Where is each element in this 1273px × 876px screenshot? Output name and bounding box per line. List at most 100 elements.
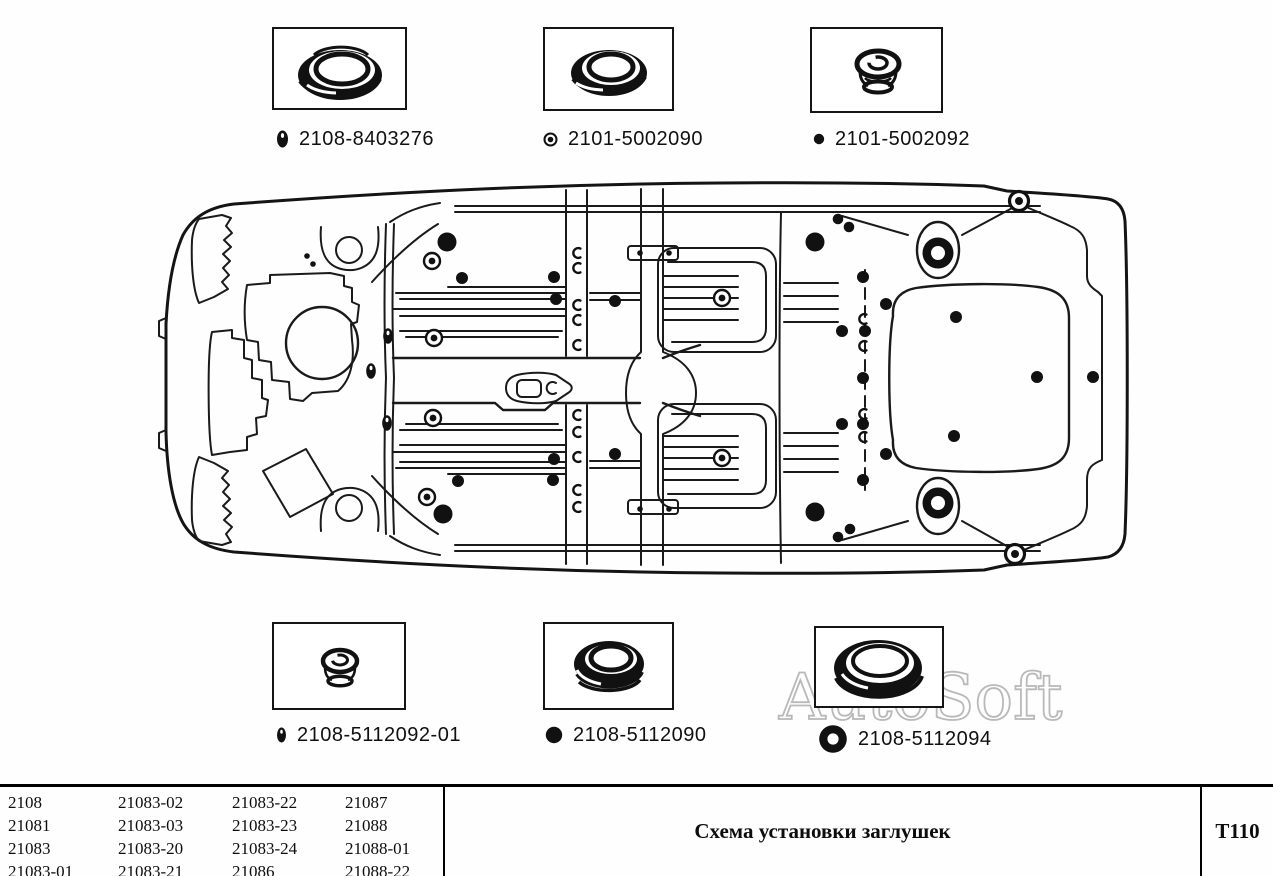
plug-marker-dot [550, 293, 562, 305]
plug-marker-dot [843, 221, 855, 233]
plug-marker-dot [880, 298, 892, 310]
plug-marker-ring-dot-center [718, 454, 726, 462]
part-number: 2101-5002092 [835, 127, 971, 150]
plug-marker-tiny-dot [637, 506, 643, 512]
part-box-5002092 [810, 27, 943, 113]
grommet-illustration [571, 50, 647, 96]
plug-marker-dot [948, 430, 960, 442]
underbody-diagram [155, 175, 1135, 577]
part-label: 2108-8403276 [276, 126, 434, 152]
model-number: 21083-03 [118, 816, 184, 835]
plug-marker-ring-dot-center [429, 414, 437, 422]
grommet-illustration [834, 640, 924, 699]
part-label: 2108-5112094 [818, 725, 992, 753]
plug-marker-tiny-dot [310, 261, 316, 267]
model-number: 21083-21 [118, 862, 184, 876]
plug-marker-dot [1087, 371, 1099, 383]
clip-marker [572, 500, 582, 514]
model-number: 21083-02 [118, 793, 184, 812]
plug-marker-dot [547, 474, 559, 486]
plug-marker-dot [456, 272, 468, 284]
clip-marker [858, 430, 868, 444]
plug-marker-dot [859, 325, 871, 337]
plug-marker-dot [857, 418, 869, 430]
part-box-5112094 [814, 626, 944, 708]
model-number: 21083 [8, 839, 51, 858]
car-underbody-lineart [158, 181, 1129, 575]
part-label: 2101-5002090 [543, 126, 703, 152]
part-number: 2108-5112092-01 [297, 723, 461, 746]
sheet-title: Схема установки заглушек [694, 819, 951, 843]
plug-marker-dot [836, 418, 848, 430]
part-label: 2108-5112092-01 [276, 722, 461, 748]
plug-marker-dot [836, 325, 848, 337]
plug-marker-dot [832, 531, 844, 543]
plug-marker-dot [609, 448, 621, 460]
plug-marker-large-dot [433, 504, 453, 524]
plug-marker-dot [832, 213, 844, 225]
plug-marker-tiny-dot [637, 250, 643, 256]
model-number: 21083-01 [8, 862, 74, 876]
filled-oval-marker-icon [276, 727, 287, 743]
part-number: 2108-8403276 [299, 127, 435, 150]
part-box-5112092 [272, 622, 406, 710]
model-number: 21083-23 [232, 816, 298, 835]
plug-marker-ring-dot-center [430, 334, 438, 342]
plug-marker-oval [382, 415, 392, 431]
plug-marker-oval-highlight [386, 330, 390, 336]
plug-marker-ring-dot-center [1011, 550, 1019, 558]
filled-dot-marker-icon [813, 133, 825, 145]
grommet-illustration [574, 641, 644, 693]
plug-marker-ring-dot-center [718, 294, 726, 302]
plug-marker-dot [609, 295, 621, 307]
clip-marker [572, 298, 582, 312]
plug-marker-large-dot [805, 502, 825, 522]
plug-marker-large-dot [437, 232, 457, 252]
plug-marker-dot [857, 271, 869, 283]
plug-marker-ring-dot-center [428, 257, 436, 265]
model-number: 21086 [232, 862, 275, 876]
plug-marker-dot [452, 475, 464, 487]
divider [443, 787, 445, 876]
part-number: 2108-5112090 [573, 723, 707, 746]
plug-marker-dot [857, 372, 869, 384]
model-number: 21088-22 [345, 862, 411, 876]
part-label: 2101-5002092 [813, 126, 970, 152]
plug-marker-dot [880, 448, 892, 460]
shock-mount-donut-hole [931, 246, 945, 260]
plug-marker-large-dot [805, 232, 825, 252]
model-number: 21087 [345, 793, 388, 812]
clip-marker [858, 339, 868, 353]
clip-marker [572, 261, 582, 275]
clip-marker [572, 313, 582, 327]
plug-marker-oval [366, 363, 376, 379]
plug-marker-oval-highlight [369, 365, 373, 371]
part-number: 2101-5002090 [568, 127, 704, 150]
plug-marker-dot [548, 271, 560, 283]
plug-marker-dot [1031, 371, 1043, 383]
clip-marker [572, 483, 582, 497]
plug-marker-oval [383, 328, 393, 344]
plug-marker-tiny-dot [666, 250, 672, 256]
sheet-code: T110 [1215, 819, 1260, 843]
plug-marker-dot [950, 311, 962, 323]
filled-oval-marker-icon [276, 130, 289, 148]
divider [1200, 787, 1202, 876]
clip-marker [572, 338, 582, 352]
model-number: 21083-20 [118, 839, 184, 858]
plug-marker-ring-dot-center [423, 493, 431, 501]
clip-marker [572, 425, 582, 439]
clip-marker [572, 408, 582, 422]
plug-illustration [320, 647, 360, 688]
grommet-illustration [298, 45, 382, 100]
part-label: 2108-5112090 [545, 722, 707, 748]
clip-marker [572, 450, 582, 464]
plug-marker-tiny-dot [666, 506, 672, 512]
plug-illustration [854, 48, 902, 95]
part-box-5002090 [543, 27, 674, 111]
part-box-8403276 [272, 27, 407, 110]
part-number: 2108-5112094 [858, 727, 992, 750]
plug-marker-tiny-dot [304, 253, 310, 259]
